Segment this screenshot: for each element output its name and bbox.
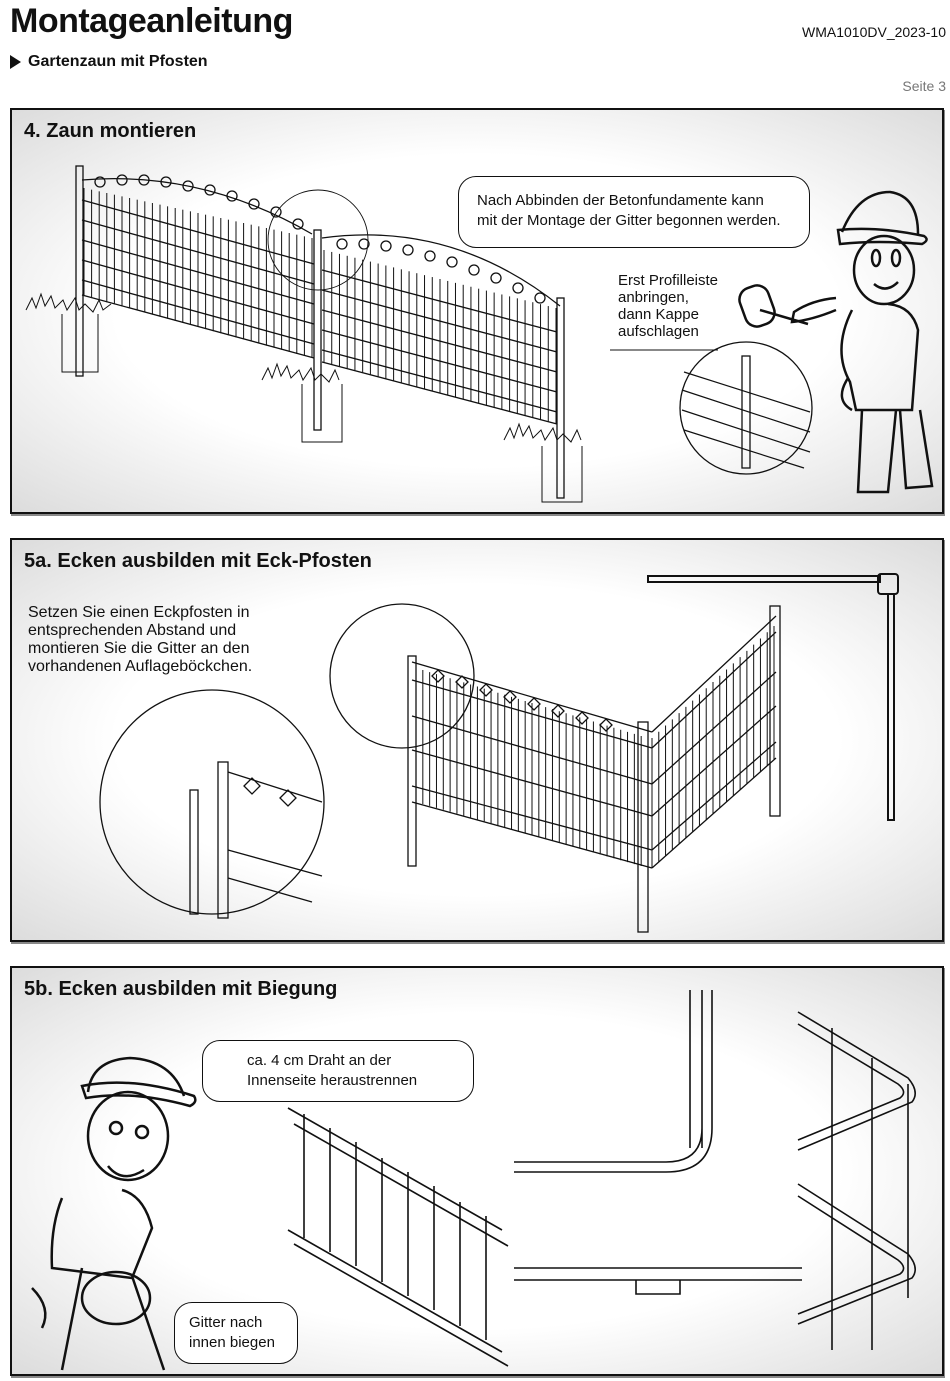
section-5a-title: 5a. Ecken ausbilden mit Eck-Pfosten — [24, 550, 372, 572]
corner-post-fence-illustration — [99, 573, 899, 933]
text-line: montieren Sie die Gitter an den — [28, 640, 250, 657]
info-bubble-concrete: Nach Abbinden der Betonfundamente kann m… — [458, 176, 810, 248]
corner-top-view-illustration — [647, 573, 899, 821]
section-5a: 5a. Ecken ausbilden mit Eck-Pfosten Setz… — [10, 538, 944, 942]
bubble-line-1: Nach Abbinden der Betonfundamente kann — [477, 192, 764, 209]
worker-bending-fence-illustration — [31, 1056, 197, 1371]
detail-magnifier-icon — [679, 341, 813, 475]
fence-panels-illustration — [25, 165, 934, 503]
note-line: Erst Profilleiste — [618, 272, 719, 289]
corner-post-instructions: Setzen Sie einen Eckpfosten in entsprech… — [28, 604, 252, 676]
subtitle: Gartenzaun mit Pfosten — [10, 53, 208, 71]
note-line: dann Kappe — [618, 306, 699, 323]
section-5b-title: 5b. Ecken ausbilden mit Biegung — [24, 978, 338, 1000]
text-line: entsprechenden Abstand und — [28, 622, 237, 639]
bent-corner-grid-illustration — [31, 990, 916, 1371]
page-number: Seite 3 — [902, 78, 946, 94]
bubble-line-2: innen biegen — [189, 1334, 275, 1351]
bubble-line-1: Gitter nach — [189, 1314, 263, 1331]
bubble-line-2: Innenseite heraustrennen — [247, 1072, 418, 1089]
note-line: anbringen, — [618, 289, 689, 306]
text-line: vorhandenen Auflageböckchen. — [28, 658, 253, 675]
subtitle-text: Gartenzaun mit Pfosten — [28, 53, 208, 70]
text-line: Setzen Sie einen Eckpfosten in — [28, 604, 250, 621]
bubble-line-1: ca. 4 cm Draht an der — [247, 1052, 392, 1069]
bubble-line-2: mit der Montage der Gitter begonnen werd… — [477, 212, 781, 229]
document-id: WMA1010DV_2023-10 — [802, 24, 946, 40]
page-title: Montageanleitung — [10, 2, 293, 40]
info-bubble-cut-wire: ca. 4 cm Draht an der Innenseite heraust… — [202, 1040, 474, 1102]
section-4: 4. Zaun montieren — [10, 108, 944, 514]
section-4-title: 4. Zaun montieren — [24, 120, 197, 142]
note-profile-strip: Erst Profilleiste anbringen, dann Kappe … — [618, 272, 718, 340]
note-line: aufschlagen — [618, 323, 699, 340]
worker-with-hammer-illustration — [738, 190, 934, 494]
info-bubble-bend-grid: Gitter nach innen biegen — [174, 1302, 298, 1364]
triangle-right-icon — [10, 55, 21, 69]
section-5b: 5b. Ecken ausbilden mit Biegung — [10, 966, 944, 1376]
soil-illustration — [25, 292, 583, 503]
